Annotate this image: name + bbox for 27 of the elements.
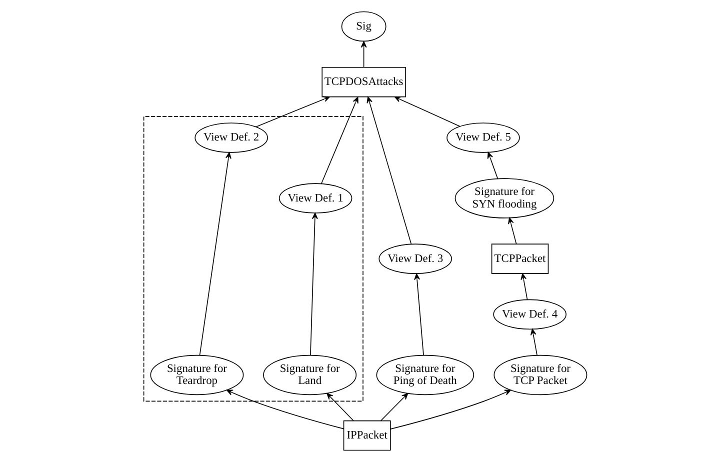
- arrow: [380, 393, 408, 422]
- node-ellipse: View Def. 1: [278, 183, 352, 214]
- node-ellipse: Sig: [341, 11, 386, 42]
- arrow: [320, 96, 358, 184]
- node-box: TCPDOSAttacks: [322, 66, 406, 98]
- arrow: [310, 212, 318, 356]
- arrow: [487, 152, 498, 179]
- node-box: TCPPacket: [491, 244, 549, 274]
- arrow: [390, 390, 512, 430]
- node-ellipse: View Def. 4: [493, 299, 566, 330]
- node-ellipse: Signature for SYN flooding: [454, 178, 554, 218]
- node-ellipse: View Def. 2: [194, 122, 268, 153]
- arrow: [520, 273, 528, 300]
- node-ellipse: View Def. 5: [446, 122, 520, 153]
- arrow: [530, 328, 538, 356]
- arrow: [394, 96, 460, 127]
- node-ellipse: View Def. 3: [378, 244, 452, 274]
- arrow: [508, 217, 517, 244]
- arrow: [366, 96, 412, 244]
- arrow: [226, 390, 344, 430]
- arrow: [326, 393, 354, 422]
- arrow: [199, 152, 232, 356]
- node-ellipse: Signature for Land: [263, 354, 357, 396]
- node-ellipse: Signature for Ping of Death: [376, 354, 474, 396]
- arrow: [360, 41, 367, 68]
- node-box: IPPacket: [343, 420, 391, 451]
- arrow: [414, 273, 424, 356]
